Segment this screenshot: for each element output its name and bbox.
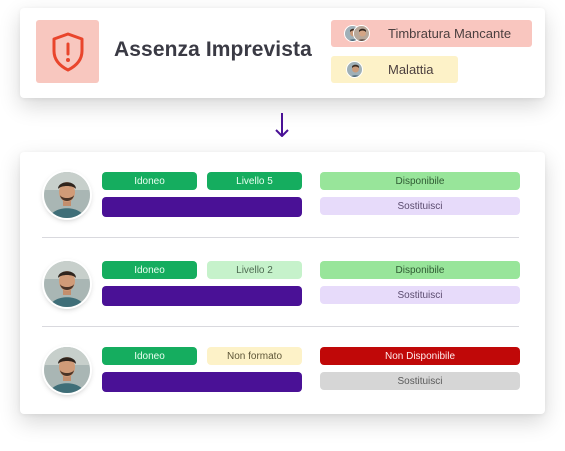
chip-label: Timbratura Mancante	[388, 26, 512, 41]
level-badge: Non formato	[207, 347, 302, 365]
availability-badge: Non Disponibile	[320, 347, 520, 365]
absence-alert-card: Assenza Imprevista Timbratura Mancante M…	[20, 8, 545, 98]
row-divider	[42, 326, 519, 327]
candidate-name-bar[interactable]	[102, 197, 302, 217]
availability-badge: Disponibile	[320, 261, 520, 279]
candidate-avatar	[44, 261, 90, 307]
alert-title: Assenza Imprevista	[114, 38, 312, 61]
alert-icon-box	[36, 20, 99, 83]
chip-label: Malattia	[388, 62, 434, 77]
candidate-row: Idoneo Non formato Non Disponibile Sosti…	[20, 347, 545, 409]
replacement-candidates-card: Idoneo Livello 5 Disponibile Sostituisci…	[20, 152, 545, 414]
replace-button[interactable]: Sostituisci	[320, 197, 520, 215]
replace-button[interactable]: Sostituisci	[320, 286, 520, 304]
replace-button[interactable]: Sostituisci	[320, 372, 520, 390]
avatar	[346, 61, 363, 78]
row-divider	[42, 237, 519, 238]
arrow-down-icon	[275, 113, 289, 137]
chip-timbratura-mancante[interactable]: Timbratura Mancante	[331, 20, 532, 47]
chip-malattia[interactable]: Malattia	[331, 56, 458, 83]
candidate-name-bar[interactable]	[102, 286, 302, 306]
qualification-badge: Idoneo	[102, 261, 197, 279]
availability-badge: Disponibile	[320, 172, 520, 190]
shield-alert-icon	[52, 32, 83, 71]
candidate-name-bar[interactable]	[102, 372, 302, 392]
candidate-avatar	[44, 347, 90, 393]
level-badge: Livello 2	[207, 261, 302, 279]
level-badge: Livello 5	[207, 172, 302, 190]
avatar	[353, 25, 370, 42]
qualification-badge: Idoneo	[102, 172, 197, 190]
candidate-row: Idoneo Livello 5 Disponibile Sostituisci	[20, 172, 545, 234]
qualification-badge: Idoneo	[102, 347, 197, 365]
candidate-avatar	[44, 172, 90, 218]
candidate-row: Idoneo Livello 2 Disponibile Sostituisci	[20, 261, 545, 323]
